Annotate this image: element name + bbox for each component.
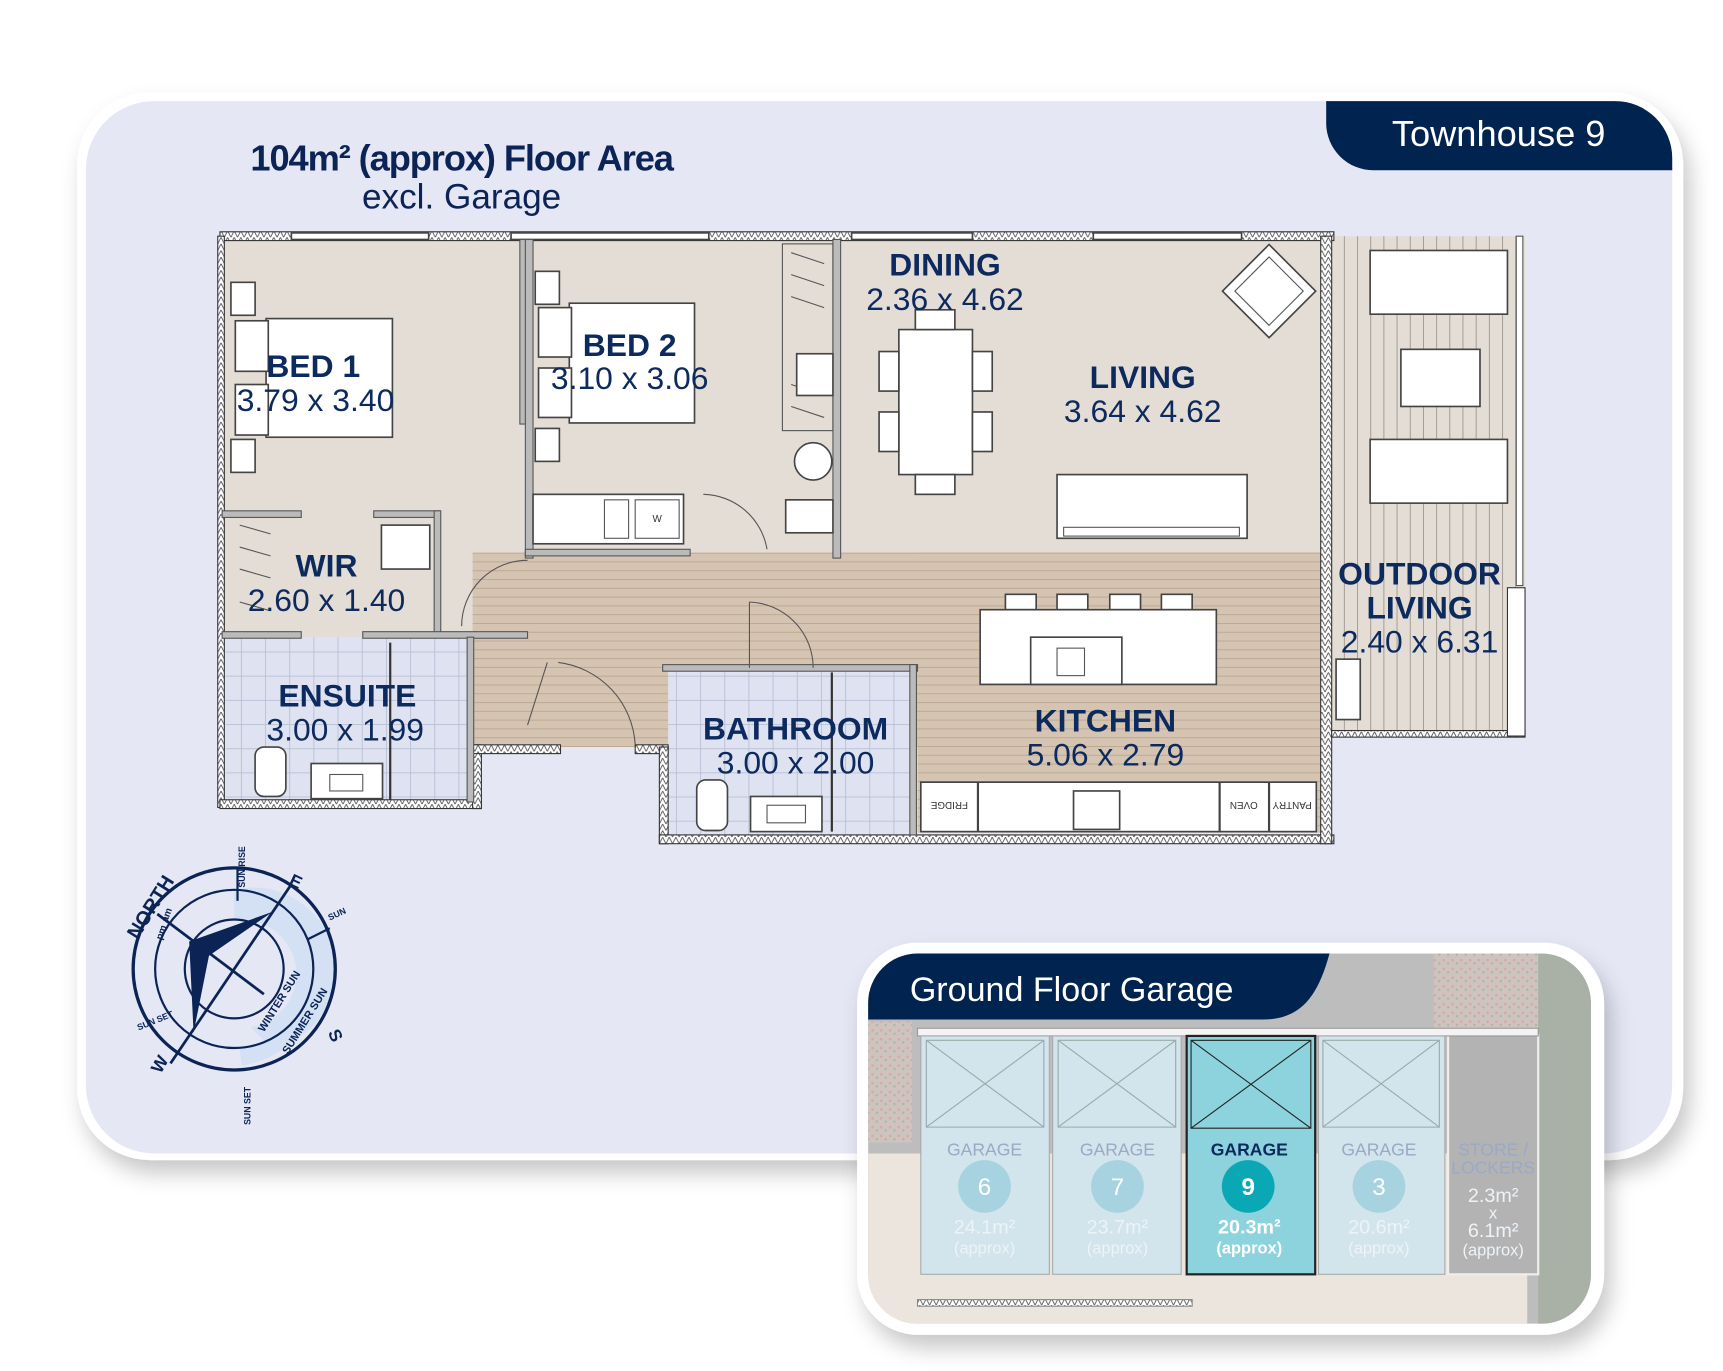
svg-text:KITCHEN: KITCHEN: [1035, 703, 1177, 739]
garage-6[interactable]: GARAGE 6 24.1m² (approx): [920, 1035, 1050, 1275]
svg-text:STORE /: STORE /: [1458, 1140, 1528, 1160]
svg-text:3.00 x 1.99: 3.00 x 1.99: [266, 711, 424, 747]
svg-text:2.36 x 4.62: 2.36 x 4.62: [866, 281, 1024, 317]
garage-7[interactable]: GARAGE 7 23.7m² (approx): [1052, 1035, 1182, 1275]
svg-text:2.60 x 1.40: 2.60 x 1.40: [248, 582, 406, 618]
svg-text:SUN SET: SUN SET: [243, 1086, 253, 1125]
svg-text:3.00 x 2.00: 3.00 x 2.00: [717, 744, 875, 780]
svg-text:BED 1: BED 1: [266, 348, 360, 384]
room-bathroom: BATHROOM 3.00 x 2.00: [703, 710, 888, 780]
svg-text:3.10 x 3.06: 3.10 x 3.06: [551, 360, 709, 396]
svg-text:ENSUITE: ENSUITE: [278, 677, 416, 713]
room-wir: WIR 2.60 x 1.40: [248, 548, 406, 618]
svg-text:9: 9: [1241, 1174, 1254, 1201]
room-dining: DINING 2.36 x 4.62: [866, 247, 1024, 317]
svg-text:6: 6: [978, 1174, 991, 1201]
svg-text:GARAGE: GARAGE: [1080, 1140, 1155, 1160]
svg-text:LIVING: LIVING: [1090, 359, 1196, 395]
north-arrow-icon: [189, 911, 273, 1033]
townhouse-badge: Townhouse 9: [1326, 101, 1673, 171]
svg-text:LIVING: LIVING: [1366, 589, 1472, 625]
oven-label: OVEN: [1230, 799, 1258, 810]
svg-text:DINING: DINING: [889, 247, 1000, 283]
floor-area-note: excl. Garage: [362, 178, 561, 217]
fridge-label: FRIDGE: [930, 799, 968, 810]
room-ensuite: ENSUITE 3.00 x 1.99: [266, 677, 424, 747]
room-bed-2: BED 2 3.10 x 3.06: [551, 327, 709, 396]
svg-text:2.3m²: 2.3m²: [1468, 1185, 1519, 1207]
garage-list: GARAGE 6 24.1m² (approx) GARAGE 7 23.7m²…: [920, 1034, 1535, 1276]
svg-text:W: W: [653, 514, 663, 525]
svg-text:(approx): (approx): [1087, 1239, 1148, 1257]
svg-text:(approx): (approx): [1216, 1239, 1282, 1257]
svg-text:BATHROOM: BATHROOM: [703, 710, 888, 746]
room-kitchen: KITCHEN 5.06 x 2.79: [1027, 703, 1185, 773]
store-lockers[interactable]: STORE / LOCKERS 2.3m² x 6.1m² (approx): [1451, 1140, 1535, 1260]
svg-text:6.1m²: 6.1m²: [1468, 1220, 1519, 1242]
svg-text:5.06 x 2.79: 5.06 x 2.79: [1027, 737, 1185, 773]
room-outdoor-living: OUTDOOR LIVING 2.40 x 6.31: [1338, 555, 1501, 659]
garage-9-selected[interactable]: GARAGE 9 20.3m² (approx): [1185, 1034, 1317, 1276]
floor-area-title: 104m² (approx) Floor Area: [250, 137, 674, 178]
svg-text:OUTDOOR: OUTDOOR: [1338, 555, 1501, 591]
svg-text:2.40 x 6.31: 2.40 x 6.31: [1341, 624, 1499, 660]
svg-text:3.79 x 3.40: 3.79 x 3.40: [237, 382, 395, 418]
svg-text:23.7m²: 23.7m²: [1087, 1217, 1149, 1239]
svg-text:pm: pm: [154, 924, 169, 942]
svg-text:(approx): (approx): [954, 1239, 1015, 1257]
svg-text:(approx): (approx): [1348, 1239, 1409, 1257]
svg-text:GARAGE: GARAGE: [947, 1140, 1022, 1160]
svg-text:BED 2: BED 2: [583, 327, 677, 363]
svg-text:SUN RISE: SUN RISE: [237, 846, 247, 888]
svg-text:3: 3: [1372, 1174, 1385, 1201]
garage-panel-title: Ground Floor Garage: [910, 971, 1234, 1009]
svg-text:3.64 x 4.62: 3.64 x 4.62: [1064, 393, 1222, 429]
room-living: LIVING 3.64 x 4.62: [1064, 359, 1222, 429]
svg-text:20.3m²: 20.3m²: [1218, 1217, 1281, 1239]
room-bed-1: BED 1 3.79 x 3.40: [237, 348, 395, 418]
svg-text:(approx): (approx): [1463, 1242, 1524, 1260]
svg-text:GARAGE: GARAGE: [1341, 1140, 1416, 1160]
svg-text:WIR: WIR: [296, 548, 358, 584]
svg-text:24.1m²: 24.1m²: [954, 1217, 1016, 1239]
townhouse-label: Townhouse 9: [1392, 113, 1606, 154]
svg-text:am: am: [160, 906, 175, 923]
svg-text:7: 7: [1111, 1174, 1124, 1201]
pantry-label: PANTRY: [1272, 799, 1312, 810]
svg-text:x: x: [1489, 1204, 1498, 1222]
floor-plan: W FRIDGE OVEN PANTRY: [217, 231, 1526, 845]
svg-text:GARAGE: GARAGE: [1211, 1140, 1288, 1160]
garage-3[interactable]: GARAGE 3 20.6m² (approx): [1317, 1035, 1446, 1275]
svg-text:20.6m²: 20.6m²: [1348, 1217, 1410, 1239]
svg-text:LOCKERS: LOCKERS: [1451, 1157, 1535, 1177]
ground-floor-garage-panel: GARAGE 6 24.1m² (approx) GARAGE 7 23.7m²…: [857, 942, 1605, 1335]
